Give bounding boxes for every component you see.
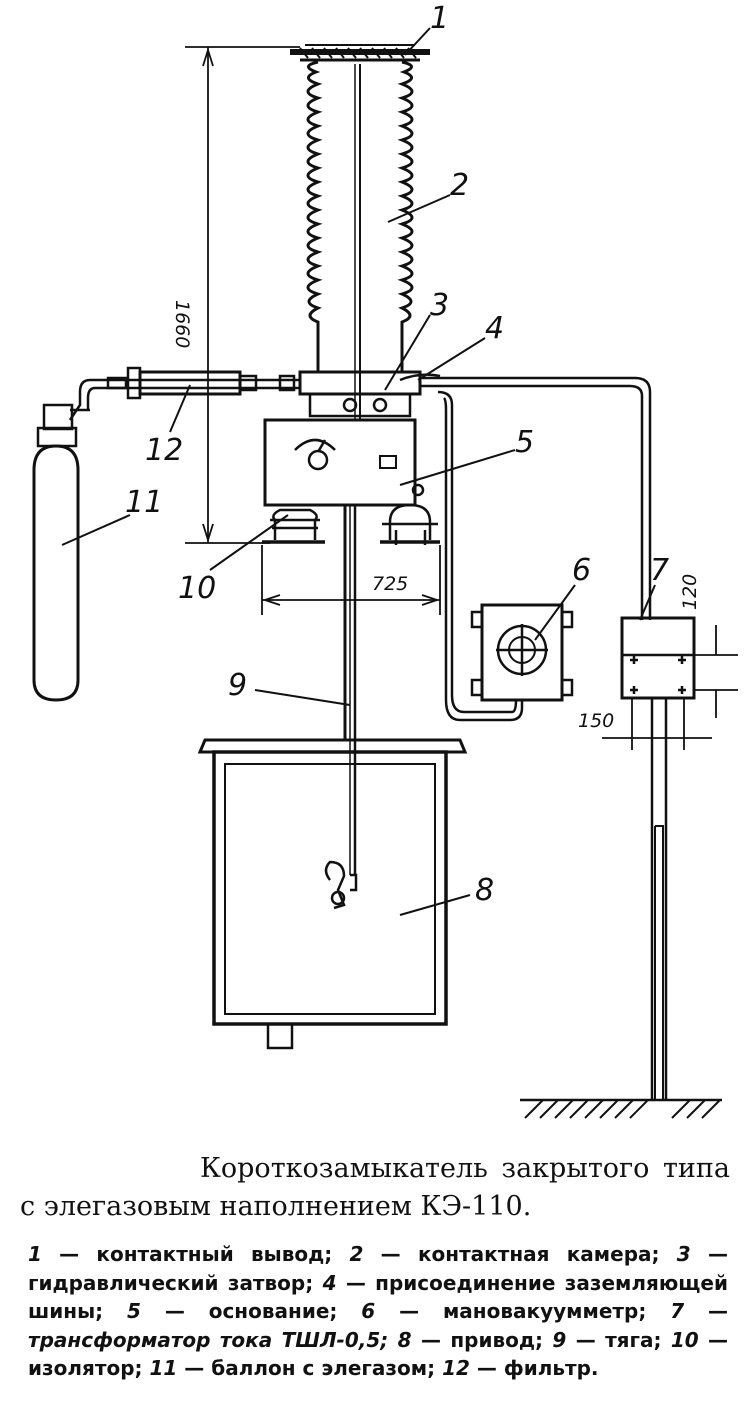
callout-9: 9 bbox=[228, 668, 247, 703]
legend-item-8: 8 — привод; bbox=[397, 1327, 544, 1352]
callout-2: 2 bbox=[450, 168, 469, 203]
callout-10: 10 bbox=[178, 571, 216, 606]
ground-hatch bbox=[520, 1098, 722, 1119]
technical-drawing: 1 2 3 4 5 6 7 8 9 10 11 12 1660 725 120 … bbox=[32, 1, 738, 1119]
callout-labels: 1 2 3 4 5 6 7 8 9 10 11 12 bbox=[125, 1, 669, 908]
base-housing bbox=[263, 418, 425, 507]
legend-item-7: 7 — трансформатор тока ТШЛ-0,5; bbox=[28, 1299, 728, 1352]
gas-cylinder bbox=[32, 403, 90, 702]
callout-3: 3 bbox=[430, 288, 449, 323]
callout-1: 1 bbox=[430, 1, 449, 36]
hydraulic-seal bbox=[298, 370, 441, 418]
manovacuumeter bbox=[470, 603, 574, 702]
legend-item-9: 9 — тяга; bbox=[552, 1327, 662, 1352]
drive-cabinet bbox=[197, 738, 468, 1050]
insulator-right bbox=[380, 503, 440, 545]
callout-7: 7 bbox=[650, 553, 669, 588]
dimension-height-label: 1660 bbox=[171, 300, 193, 348]
filter bbox=[106, 366, 296, 400]
dimension-lines bbox=[185, 46, 738, 750]
legend-item-1: 1 — контактный вывод; bbox=[28, 1242, 333, 1266]
dimension-labels: 1660 725 120 150 bbox=[171, 300, 701, 732]
contact-terminal bbox=[290, 44, 430, 62]
callout-6: 6 bbox=[572, 553, 591, 588]
legend-item-3: 3 — гидравлический затвор; bbox=[28, 1242, 728, 1295]
dimension-ct-width-label: 150 bbox=[578, 710, 614, 732]
callout-11: 11 bbox=[125, 485, 163, 520]
insulator-left bbox=[262, 508, 325, 544]
dimension-ct-height-label: 120 bbox=[679, 574, 701, 610]
legend-item-2: 2 — контактная камера; bbox=[349, 1242, 660, 1266]
legend-item-12: 12 — фильтр. bbox=[442, 1356, 599, 1380]
dimension-span-label: 725 bbox=[372, 573, 408, 595]
callout-8: 8 bbox=[475, 873, 494, 908]
legend-item-10: 10 — изолятор; bbox=[28, 1327, 729, 1381]
legend-item-4: 4 — присоединение заземляющей шины; bbox=[28, 1270, 728, 1324]
callout-4: 4 bbox=[485, 311, 504, 346]
current-transformer bbox=[620, 616, 696, 1100]
legend-item-11: 11 — баллон с элегазом; bbox=[149, 1356, 436, 1380]
callout-12: 12 bbox=[145, 433, 183, 468]
figure-caption-title: Короткозамыкатель закрытого типа с элега… bbox=[20, 1153, 730, 1222]
figure-legend: 1 — контактный вывод; 2 — контактная кам… bbox=[28, 1240, 728, 1383]
pull-rod bbox=[343, 505, 357, 875]
gas-piping bbox=[68, 376, 652, 722]
leader-lines bbox=[61, 27, 656, 916]
legend-item-6: 6 — мановакуумметр; bbox=[361, 1299, 647, 1323]
contact-chamber-insulator bbox=[306, 60, 414, 420]
callout-5: 5 bbox=[515, 425, 534, 460]
legend-item-5: 5 — основание; bbox=[127, 1299, 338, 1323]
